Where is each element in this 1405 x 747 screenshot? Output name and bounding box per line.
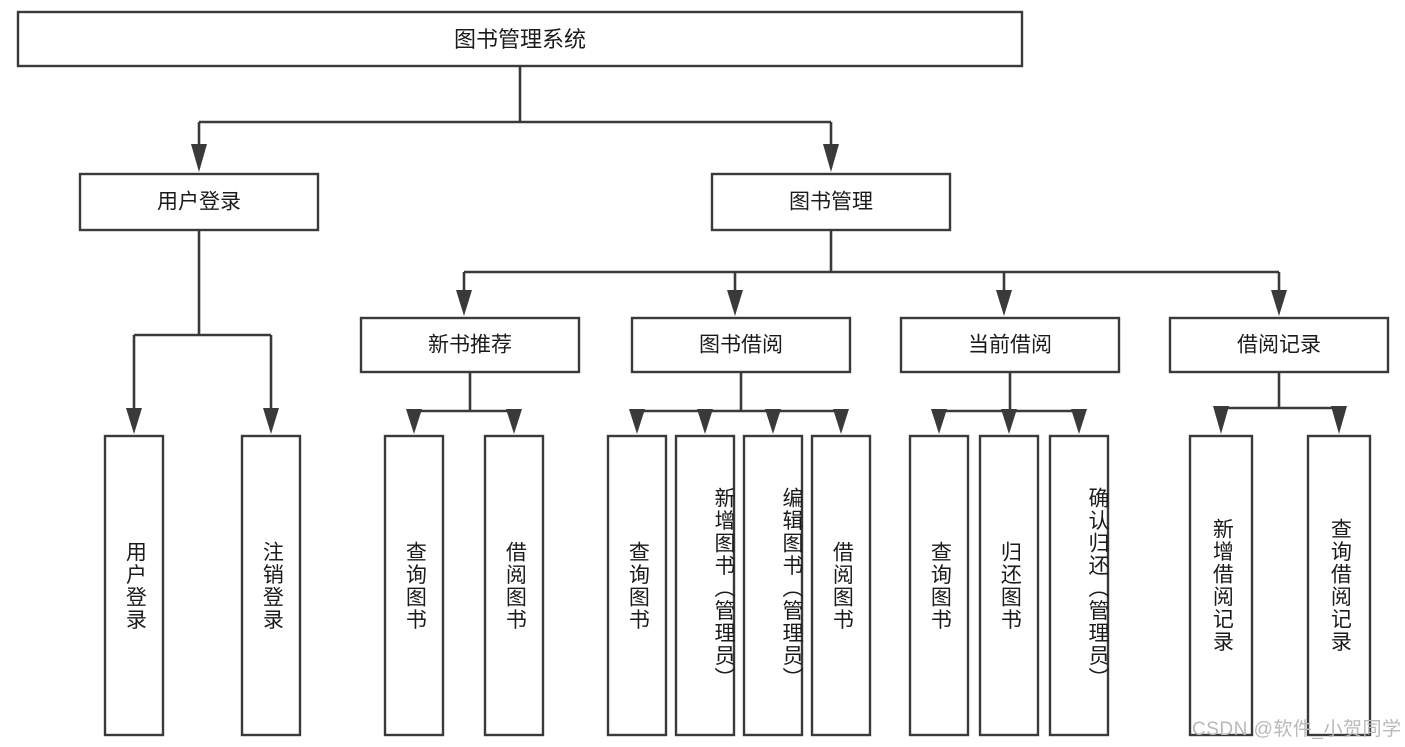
- csdn-watermark: CSDN @软件_小贺同学: [1192, 719, 1402, 740]
- node-root[interactable]: 图书管理系统: [16, 10, 1024, 68]
- node-book-borrow[interactable]: 图书借阅: [630, 316, 852, 374]
- arrow-head-newbook-leaf-2: [506, 409, 522, 434]
- leaf-box-add-book-admin[interactable]: [674, 434, 736, 737]
- arrow-head-book-record: [1271, 290, 1287, 316]
- arrow-head-book-borrow: [727, 290, 743, 316]
- node-borrow-record[interactable]: 借阅记录: [1168, 316, 1390, 374]
- arrow-head-record-leaf-1: [1213, 406, 1229, 434]
- node-current-borrow-label: 当前借阅: [968, 334, 1052, 357]
- arrow-head-root-to-user: [191, 144, 207, 172]
- node-user-login[interactable]: 用户登录: [78, 172, 320, 232]
- leaf-box-query-book-rec[interactable]: [383, 434, 445, 737]
- leaf-box-add-borrow-record[interactable]: [1188, 434, 1254, 737]
- node-book-borrow-box[interactable]: [630, 316, 852, 374]
- node-root-label: 图书管理系统: [454, 27, 586, 52]
- leaf-box-query-borrow-record[interactable]: [1306, 434, 1372, 737]
- leaf-box-logout[interactable]: [240, 434, 302, 737]
- leaf-box-query-book-current[interactable]: [908, 434, 970, 737]
- node-current-borrow-box[interactable]: [899, 316, 1121, 374]
- arrow-head-current-leaf-1: [931, 409, 947, 434]
- arrow-head-borrow-leaf-4: [833, 409, 849, 434]
- node-new-book-recommend[interactable]: 新书推荐: [359, 316, 581, 374]
- leaf-box-user-login[interactable]: [103, 434, 165, 737]
- connector-layer: [126, 66, 1347, 434]
- arrow-head-borrow-leaf-1: [629, 409, 645, 434]
- leaf-box-edit-book-admin[interactable]: [742, 434, 804, 737]
- node-user-login-label: 用户登录: [157, 191, 241, 214]
- leaf-box-query-book-borrow[interactable]: [606, 434, 668, 737]
- leaf-box-return-book[interactable]: [978, 434, 1040, 737]
- arrow-head-record-leaf-2: [1331, 406, 1347, 434]
- node-book-management[interactable]: 图书管理: [710, 172, 952, 232]
- node-book-management-label: 图书管理: [789, 191, 873, 214]
- arrow-head-newbook-leaf-1: [406, 409, 422, 434]
- arrow-head-book-new: [456, 290, 472, 316]
- node-root-box[interactable]: [16, 10, 1024, 68]
- node-current-borrow[interactable]: 当前借阅: [899, 316, 1121, 374]
- node-book-management-box[interactable]: [710, 172, 952, 232]
- node-borrow-record-box[interactable]: [1168, 316, 1390, 374]
- arrow-head-user-leaf-1: [126, 408, 142, 434]
- node-new-book-recommend-label: 新书推荐: [428, 334, 512, 357]
- leaf-box-borrow-book-rec[interactable]: [483, 434, 545, 737]
- node-borrow-record-label: 借阅记录: [1237, 334, 1321, 357]
- arrow-head-borrow-leaf-3: [765, 409, 781, 434]
- node-new-book-recommend-box[interactable]: [359, 316, 581, 374]
- node-book-borrow-label: 图书借阅: [699, 334, 783, 357]
- node-user-login-box[interactable]: [78, 172, 320, 232]
- arrow-head-current-leaf-3: [1071, 409, 1087, 434]
- arrow-head-root-to-book: [823, 144, 839, 172]
- arrow-head-user-leaf-2: [263, 408, 279, 434]
- leaf-box-layer: [103, 434, 1372, 737]
- arrow-head-current-leaf-2: [1001, 409, 1017, 434]
- leaf-box-confirm-return-admin[interactable]: [1048, 434, 1110, 737]
- arrow-head-book-current: [996, 290, 1012, 316]
- leaf-box-borrow-book[interactable]: [810, 434, 872, 737]
- arrow-head-borrow-leaf-2: [697, 409, 713, 434]
